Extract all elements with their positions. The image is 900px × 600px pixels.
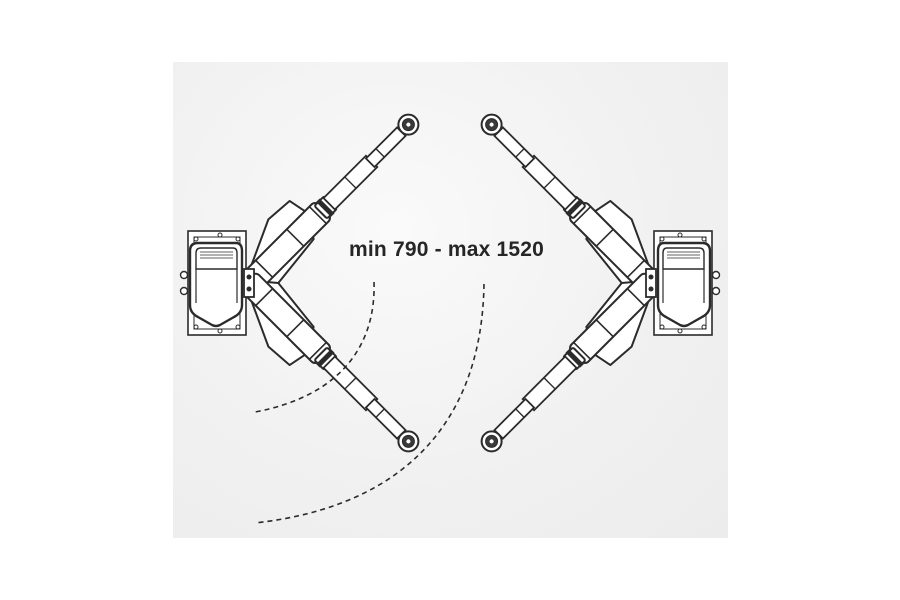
right-lift-assembly	[476, 109, 719, 457]
dimension-range-label: min 790 - max 1520	[349, 238, 545, 261]
min-reach-arc	[254, 281, 375, 413]
max-reach-arc	[254, 283, 485, 524]
left-lift-assembly	[181, 109, 424, 457]
